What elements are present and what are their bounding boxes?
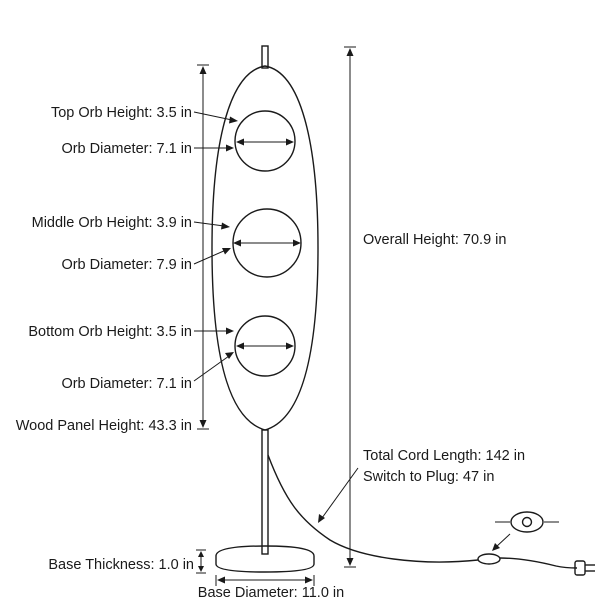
inline-switch [477,553,501,565]
label-switch-to-plug: Switch to Plug: 47 in [363,469,494,485]
label-base-thickness: Base Thickness: 1.0 in [48,557,194,573]
top-orb [234,110,296,172]
label-middle-orb-height: Middle Orb Height: 3.9 in [32,215,192,231]
bottom-orb [234,315,296,377]
label-total-cord-length: Total Cord Length: 142 in [363,448,525,464]
label-top-orb-height: Top Orb Height: 3.5 in [51,105,192,121]
bottom-orb-diameter-arrow [236,342,294,350]
wood-panel-height-dimension [197,64,209,430]
label-base-diameter: Base Diameter: 11.0 in [198,585,344,600]
base-diameter-dimension [215,575,315,586]
power-cord [267,454,595,576]
plug [574,560,586,576]
lamp-pole [261,429,269,555]
base-thickness-dimension [196,549,206,574]
dimension-labels: Top Orb Height: 3.5 in Orb Diameter: 7.1… [16,105,525,601]
leader-lines [193,111,359,523]
label-bottom-orb-diameter: Orb Diameter: 7.1 in [61,376,192,392]
overall-height-dimension [344,46,356,568]
label-bottom-orb-height: Bottom Orb Height: 3.5 in [28,324,192,340]
label-wood-panel-height: Wood Panel Height: 43.3 in [16,418,192,434]
lamp-base [215,545,315,573]
label-middle-orb-diameter: Orb Diameter: 7.9 in [61,257,192,273]
lamp-top-finial [261,45,269,69]
top-orb-diameter-arrow [236,138,294,146]
switch-detail [492,511,559,551]
label-overall-height: Overall Height: 70.9 in [363,232,506,248]
middle-orb-diameter-arrow [233,239,301,247]
label-top-orb-diameter: Orb Diameter: 7.1 in [61,141,192,157]
orbs [232,110,302,377]
lamp-illustration [211,45,319,573]
